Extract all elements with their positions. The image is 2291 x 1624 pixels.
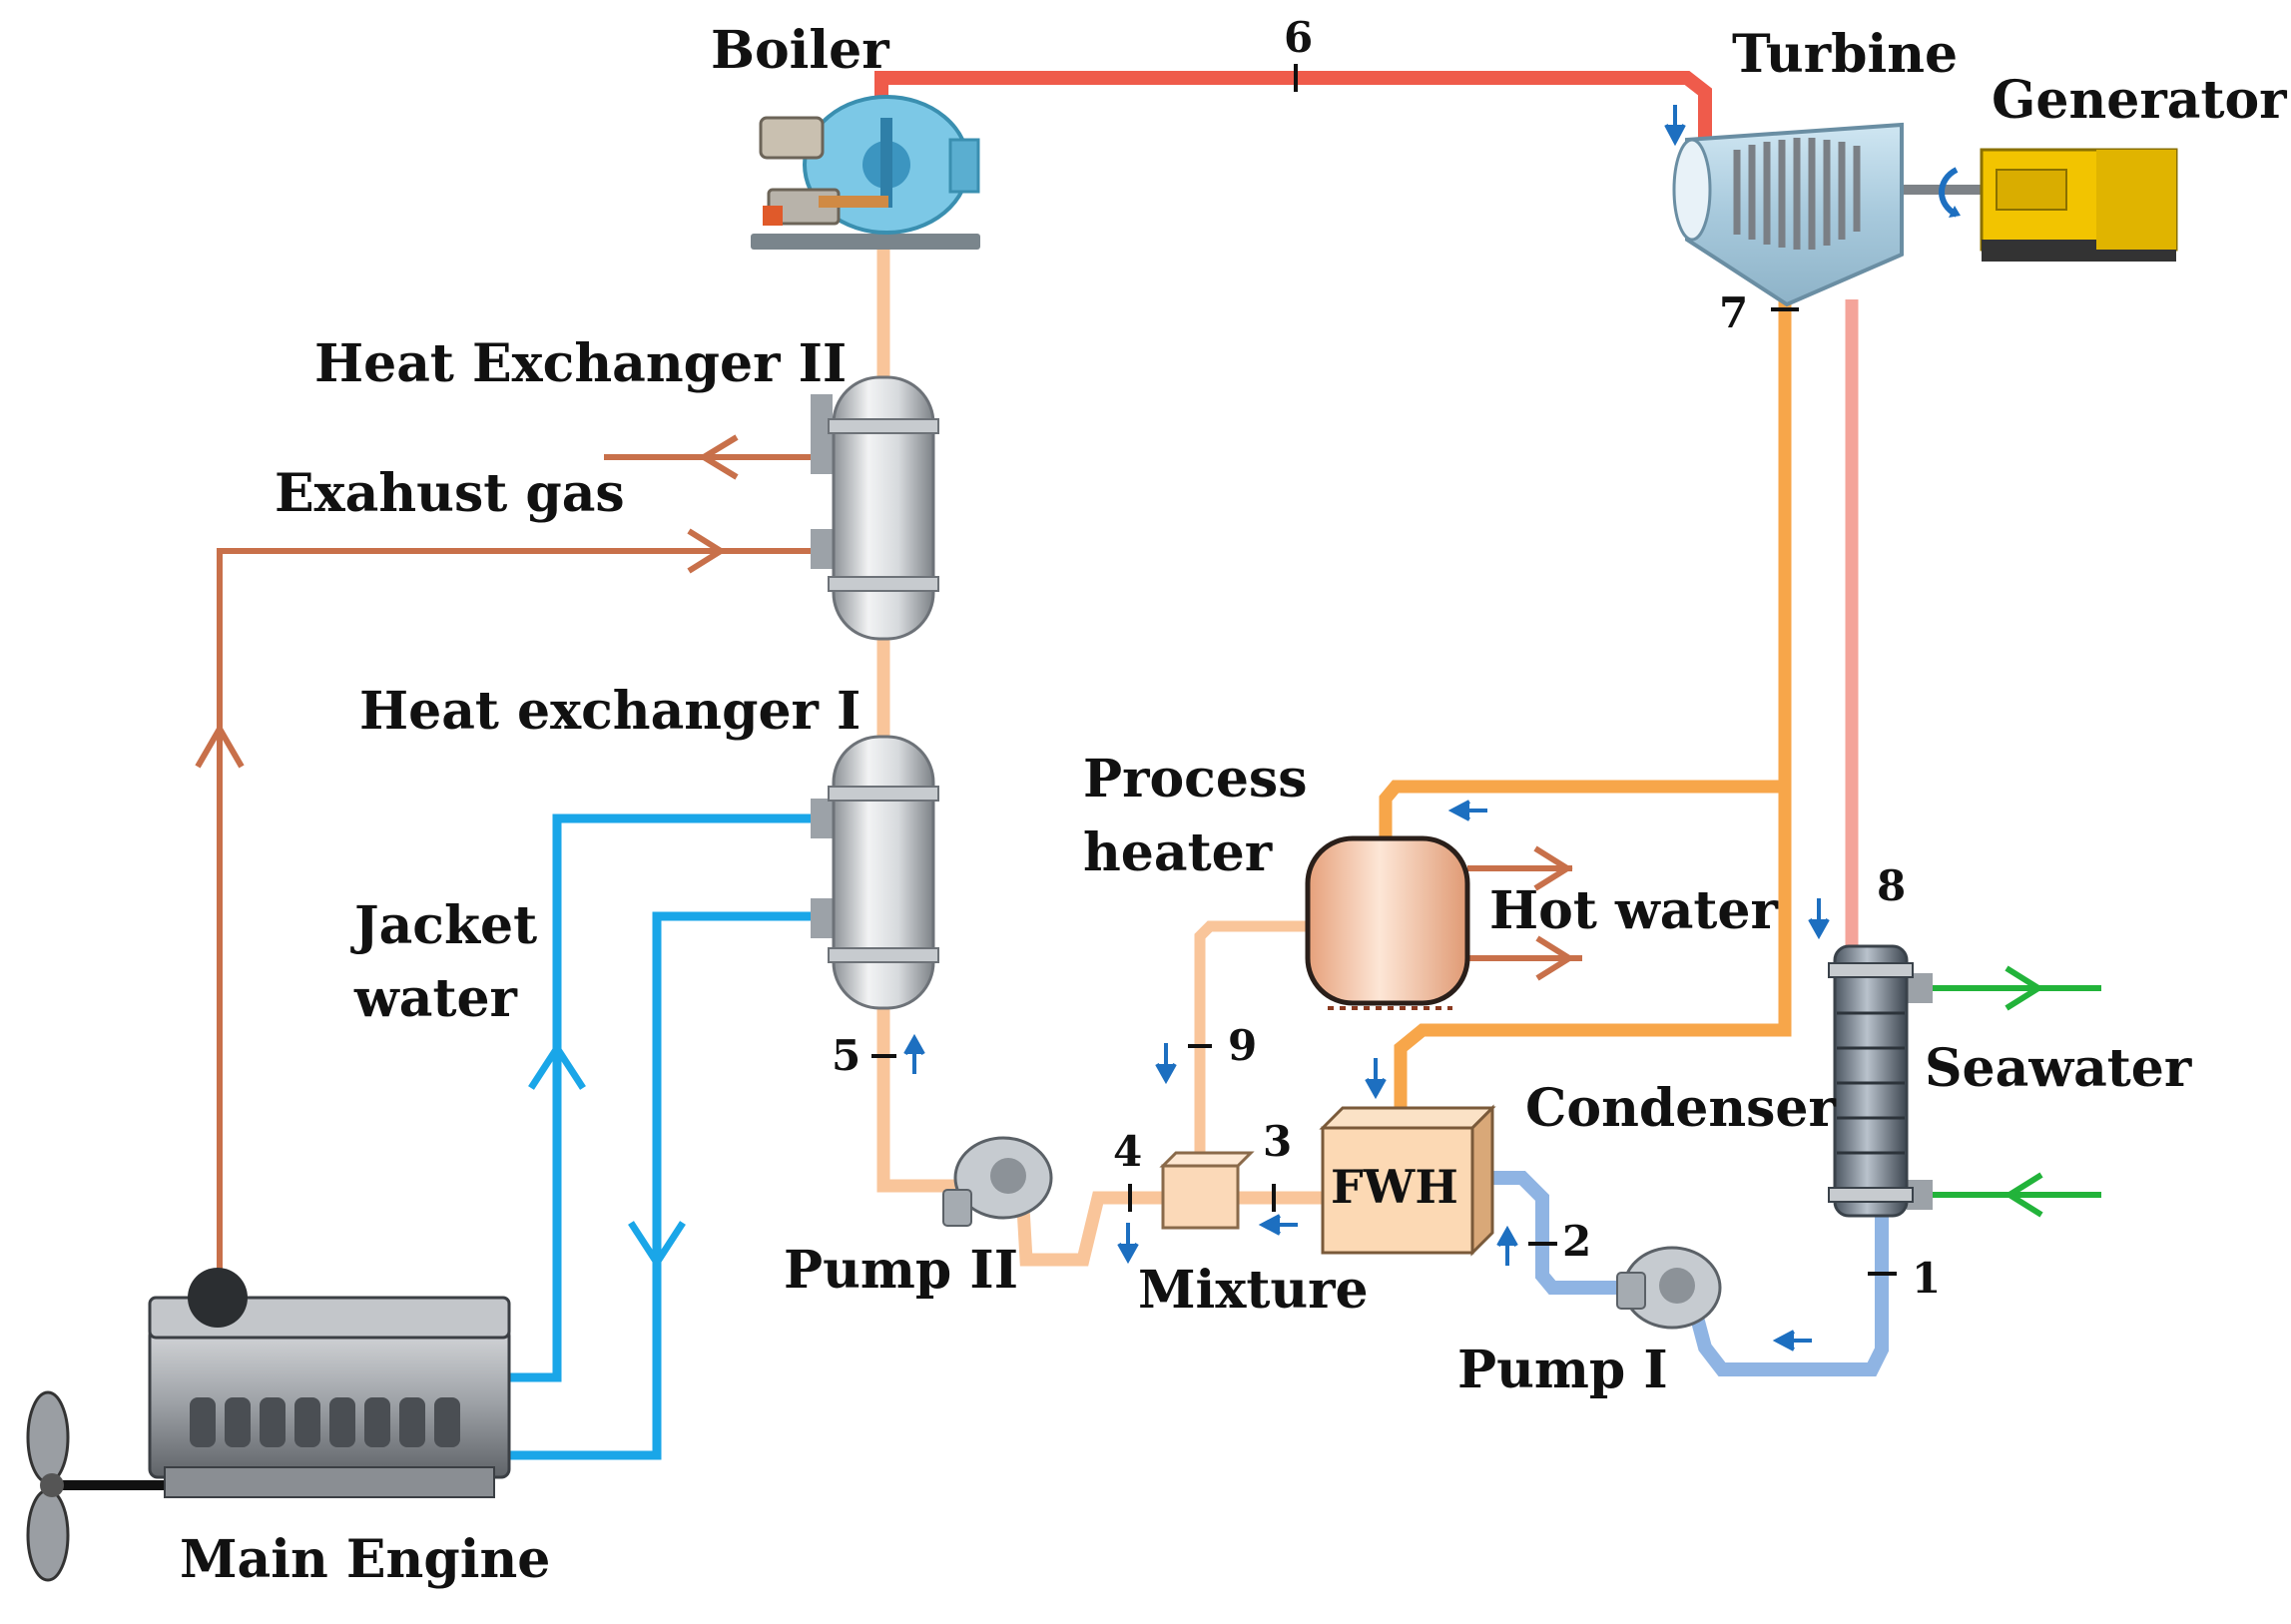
feed-pipe-5-pump2 bbox=[876, 998, 958, 1193]
flow-arrows bbox=[903, 105, 1830, 1352]
exhaust-up-arrow bbox=[195, 723, 245, 769]
label-condenser: Condenser bbox=[1525, 1078, 1836, 1139]
flow-arrow-pump1-in bbox=[1772, 1330, 1812, 1352]
label-mixture: Mixture bbox=[1138, 1260, 1369, 1321]
hot-water-out-arrow bbox=[1533, 845, 1573, 891]
label-fwh: FWH bbox=[1331, 1160, 1458, 1214]
state-point-3: 3 bbox=[1263, 1117, 1292, 1166]
label-seawater: Seawater bbox=[1925, 1038, 2192, 1099]
condenser bbox=[1828, 944, 1933, 1218]
state-point-8: 8 bbox=[1877, 861, 1906, 910]
label-boiler: Boiler bbox=[711, 20, 889, 81]
hot-water-in-arrow bbox=[1535, 935, 1575, 981]
feed-pipe-pump2-mixture bbox=[1016, 1191, 1163, 1267]
label-pump-2: Pump II bbox=[784, 1240, 1018, 1301]
label-process-heater-1: Process bbox=[1083, 749, 1307, 810]
label-turbine: Turbine bbox=[1732, 24, 1958, 85]
label-heat-exchanger-2: Heat Exchanger II bbox=[314, 333, 847, 394]
state-point-4: 4 bbox=[1113, 1127, 1142, 1176]
state-point-ticks bbox=[871, 64, 1897, 1276]
jacket-water-return bbox=[509, 911, 811, 1460]
pump-2 bbox=[942, 1136, 1053, 1227]
feedwater-heater bbox=[1319, 1104, 1496, 1257]
label-pump-1: Pump I bbox=[1457, 1340, 1668, 1400]
label-process-heater-2: heater bbox=[1083, 822, 1273, 883]
process-heater bbox=[1305, 835, 1470, 1010]
label-jacket-water-1: Jacket bbox=[350, 895, 537, 956]
condensate-pipe-1 bbox=[1690, 1198, 1889, 1376]
drain-pipe-9 bbox=[1194, 920, 1308, 1164]
label-main-engine: Main Engine bbox=[180, 1529, 550, 1590]
extraction-pipe-process bbox=[1379, 780, 1785, 838]
condensate-pipe-2 bbox=[1487, 1171, 1622, 1295]
mixture-chamber bbox=[1159, 1151, 1255, 1230]
state-point-1: 1 bbox=[1912, 1254, 1941, 1303]
label-hot-water: Hot water bbox=[1489, 880, 1778, 941]
flow-arrow-4 bbox=[1117, 1223, 1139, 1265]
turbine bbox=[1672, 122, 1904, 307]
state-point-6: 6 bbox=[1284, 13, 1313, 62]
pipes bbox=[60, 71, 2101, 1490]
heat-exchanger-2 bbox=[811, 375, 939, 641]
flow-arrow-condenser-in bbox=[1808, 898, 1830, 940]
main-engine bbox=[148, 1268, 511, 1498]
exhaust-gas-in bbox=[217, 548, 811, 1288]
label-jacket-water-2: water bbox=[353, 968, 518, 1029]
flow-arrow-mixture-in bbox=[1258, 1214, 1298, 1236]
flow-arrow-process-in bbox=[1447, 800, 1487, 821]
seawater-out-arrow bbox=[2005, 965, 2044, 1011]
labels: Boiler Turbine Generator Heat Exchanger … bbox=[180, 20, 2287, 1590]
state-point-numbers: 6 7 8 5 9 4 3 2 1 bbox=[832, 13, 1941, 1303]
heat-exchanger-1 bbox=[811, 735, 939, 1010]
flow-arrow-fwh-in bbox=[1365, 1058, 1387, 1100]
state-point-7: 7 bbox=[1719, 288, 1748, 337]
exhaust-in-arrow bbox=[687, 528, 727, 574]
flow-arrow-5 bbox=[903, 1033, 925, 1074]
jacket-up-arrow bbox=[528, 1041, 586, 1090]
state-point-2: 2 bbox=[1562, 1217, 1591, 1266]
extraction-pipe-7 bbox=[1394, 299, 1792, 1123]
jacket-water-out bbox=[509, 813, 811, 1382]
flow-arrow-2 bbox=[1496, 1225, 1518, 1266]
label-exhaust-gas: Exahust gas bbox=[275, 463, 625, 524]
boiler bbox=[751, 95, 980, 250]
flow-arrow-9 bbox=[1155, 1043, 1177, 1085]
exhaust-out-arrow bbox=[698, 434, 739, 480]
seawater-in-arrow bbox=[2004, 1172, 2043, 1218]
pump-1 bbox=[1616, 1246, 1722, 1330]
state-point-9: 9 bbox=[1228, 1021, 1257, 1070]
generator bbox=[1939, 148, 2178, 262]
label-generator: Generator bbox=[1992, 70, 2287, 131]
jacket-down-arrow bbox=[628, 1221, 686, 1270]
label-heat-exchanger-1: Heat exchanger I bbox=[359, 681, 860, 742]
propeller bbox=[26, 1390, 70, 1582]
steam-pipe-6 bbox=[874, 71, 1712, 140]
flow-arrow-turbine-in bbox=[1664, 105, 1686, 147]
stream-arrows bbox=[195, 434, 2044, 1270]
state-point-5: 5 bbox=[832, 1031, 860, 1080]
